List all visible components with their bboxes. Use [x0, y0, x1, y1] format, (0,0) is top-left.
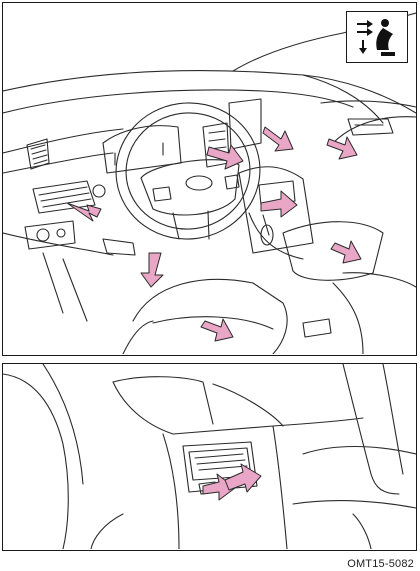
rear-console-drawing: [3, 364, 416, 549]
airflow-arrow-floor-left: [141, 253, 163, 287]
airflow-arrow-dash-top: [263, 127, 293, 151]
airflow-arrow-right-vent: [327, 137, 357, 159]
rear-console-illustration: [2, 363, 417, 551]
airflow-arrow-driver-seat: [201, 319, 233, 341]
airflow-arrow-passenger-floor: [331, 241, 361, 263]
front-cabin-illustration: [2, 2, 417, 356]
figure-code: OMT15-5082: [347, 558, 414, 570]
airflow-arrow-center-right: [261, 191, 297, 217]
airflow-arrow-left-vent: [67, 203, 101, 221]
airflow-arrow-center-left: [207, 145, 243, 169]
floor-and-face-airflow-mode-icon: [346, 11, 408, 63]
airflow-arrow-rear-right: [225, 464, 261, 492]
